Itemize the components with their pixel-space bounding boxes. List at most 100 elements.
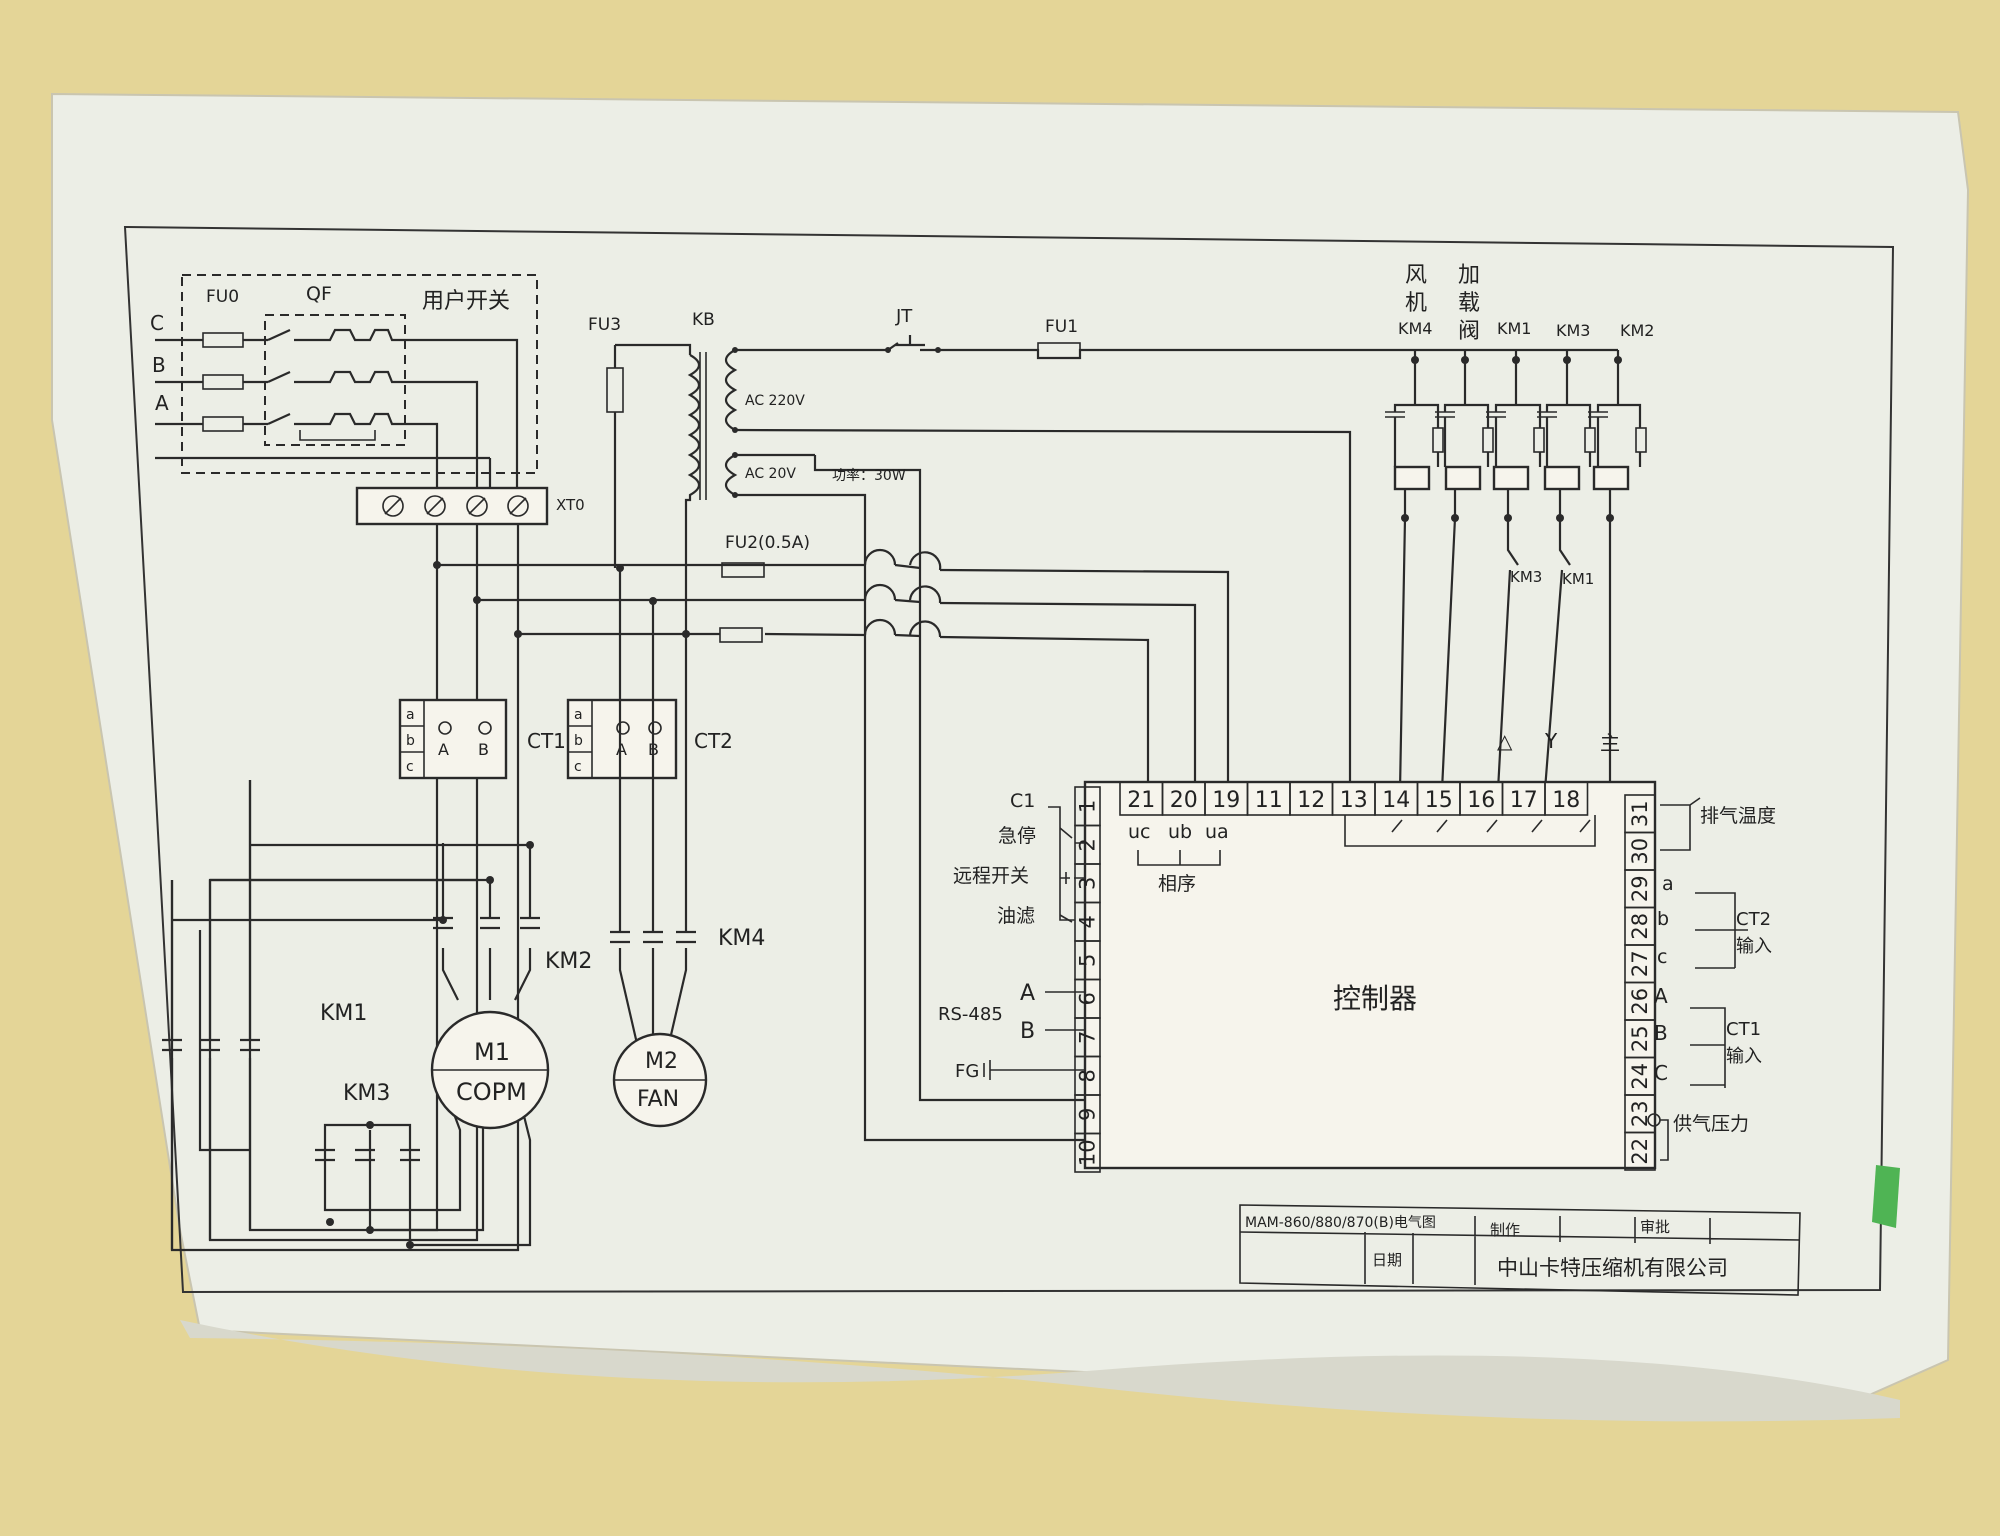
right-terminal-number: 27 [1628,950,1652,977]
left-terminal-number: 3 [1076,877,1100,890]
ct2-in-b: b [1657,908,1669,930]
top-terminal-number: 21 [1127,788,1155,813]
ct1-a: a [406,707,415,723]
paper-bottom-curl [180,1320,1900,1422]
right-terminal-number: 30 [1628,838,1652,865]
kb-label: KB [692,310,715,330]
ct2-label: CT2 [694,729,733,753]
top-terminal-number: 14 [1382,788,1410,813]
fu2-fuse-bottom [719,627,763,643]
km3-contact-label: KM3 [343,1081,390,1106]
xt0-terminal-block [355,486,549,526]
ct2-in-a: a [1662,873,1674,895]
phase-b-label: B [152,353,166,377]
rs485-a-label: A [1020,981,1035,1006]
main-motor-section: KM2 KM1 KM3 M1 COPM [162,780,592,1252]
ct1-phase-a: A [438,740,449,759]
left-terminal-number: 1 [1076,800,1100,813]
km4-coil [1393,465,1431,491]
phase-sequence-label: 相序 [1158,873,1196,895]
left-terminal-number: 9 [1076,1108,1100,1121]
top-terminal-number: 19 [1212,788,1240,813]
drawing-border [123,225,1895,1294]
phase-ua: ua [1205,821,1229,843]
exhaust-temp-label: 排气温度 [1700,805,1776,827]
left-terminal-number: 7 [1076,1031,1100,1044]
c1-label: C1 [1010,790,1035,812]
fu1-label: FU1 [1045,317,1078,337]
ct2-input-2: 输入 [1736,936,1772,957]
wye-label: Y [1544,729,1558,753]
fu2-label: FU2(0.5A) [725,533,810,553]
ct1-input-2: 输入 [1726,1046,1762,1067]
fan-motor-section: KM4 M2 FAN [610,568,765,1128]
ct-section: a b c A B CT1 a b c A B CT2 [398,698,733,780]
top-terminal-number: 12 [1297,788,1325,813]
fan-label: FAN [637,1087,679,1112]
ct2-in-c: c [1657,946,1667,968]
left-terminal-number: 6 [1076,992,1100,1005]
ct2-b: b [574,733,583,749]
copm-label: COPM [456,1078,527,1106]
fu0-fuse-c [202,332,244,348]
jt-label: JT [895,306,913,327]
xt0-label: XT0 [556,496,585,514]
remote-switch-label: 远程开关 [953,865,1029,887]
right-terminal-number: 29 [1628,875,1652,902]
right-terminal-number: 22 [1628,1138,1652,1165]
ac220-label: AC 220V [745,393,805,409]
power-label: 功率：30W [832,467,906,484]
company-name: 中山卡特压缩机有限公司 [1497,1256,1728,1280]
top-terminal-number: 17 [1510,788,1538,813]
right-terminal-number: 24 [1628,1063,1652,1090]
user-switch-box [181,274,538,474]
ct1-block [398,698,508,780]
km3-coil [1543,465,1581,491]
transformer-section: FU3 KB AC 220V AC 20V 功率：30W JT FU1 [588,306,1618,1142]
left-terminal-number: 5 [1076,954,1100,967]
date-label: 日期 [1372,1251,1402,1269]
fan-km4-label: KM4 [1398,319,1432,338]
ct1-phase-b: B [478,740,489,759]
main-label: 主 [1600,731,1620,755]
right-terminal-number: 28 [1628,913,1652,940]
oil-filter-label: 油滤 [997,905,1035,927]
top-terminal-box [1544,781,1589,816]
top-terminal-number: 13 [1340,788,1368,813]
fan-label-1: 风 [1405,263,1427,288]
relay-section: 风 机 KM4 加 载 阀 KM1 KM3 KM2 [1385,263,1654,791]
right-terminal-number: 31 [1628,800,1652,827]
ct2-a: a [574,707,583,723]
left-terminal-number: 2 [1076,838,1100,851]
valve-coil [1444,465,1482,491]
ct2-phase-a: A [616,740,627,759]
rs485-label: RS-485 [938,1004,1003,1025]
valve-label-2: 载 [1458,291,1480,316]
interlock-km3-label: KM3 [1510,568,1542,586]
left-terminal-box [1074,1132,1101,1173]
ct1-b: b [406,733,415,749]
ac20-label: AC 20V [745,466,796,482]
top-terminal-number: 16 [1467,788,1495,813]
ct1-in-a: A [1654,984,1668,1008]
fu0-fuse-b [202,374,244,390]
ct1-label: CT1 [527,729,566,753]
qf-label: QF [306,283,332,305]
mains-section: C B A FU0 QF 用户开关 [150,274,585,526]
interlock-km1-label: KM1 [1562,570,1594,588]
ct2-input-1: CT2 [1736,909,1771,930]
controller-title: 控制器 [1333,982,1417,1015]
km2-contact-label: KM2 [545,949,592,974]
rs485-b-label: B [1020,1019,1035,1044]
ct1-c: c [406,759,414,775]
m1-label: M1 [474,1038,510,1066]
fu0-fuse-a [202,416,244,432]
top-terminal-number: 11 [1255,788,1283,813]
m2-label: M2 [645,1049,678,1074]
km1-contact-label: KM1 [320,1001,367,1026]
km3-relay-label: KM3 [1556,321,1590,340]
km2-relay-label: KM2 [1620,321,1654,340]
ct1-input-1: CT1 [1726,1019,1761,1040]
